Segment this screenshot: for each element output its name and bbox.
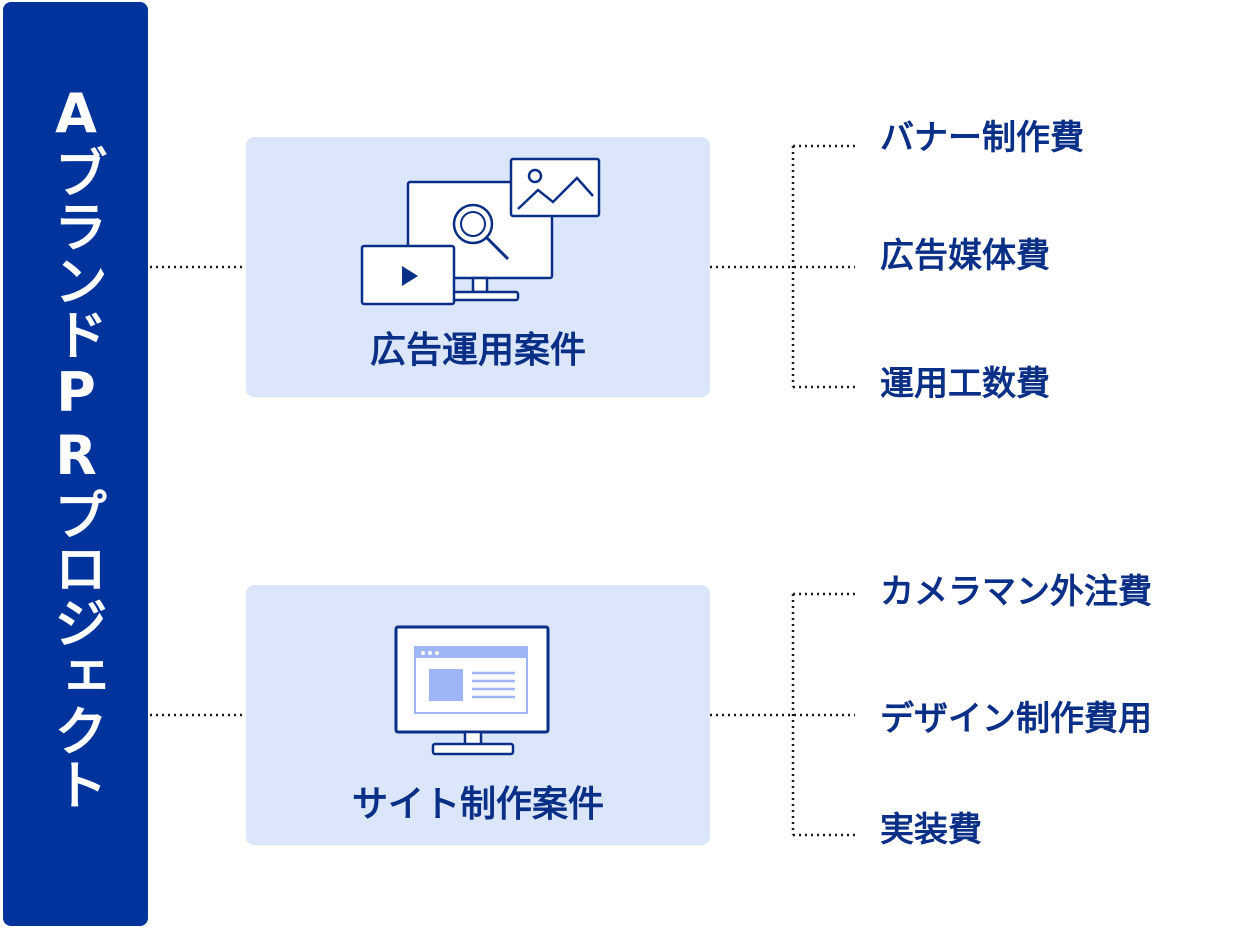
cost-item-operation-labor: 運用工数費 [880, 364, 1050, 404]
category-label: サイト制作案件 [351, 784, 604, 825]
cost-item-cameraman-outsourcing: カメラマン外注費 [880, 572, 1152, 612]
root-label: AブランドPRプロジェクト [44, 82, 108, 811]
cost-item-implementation: 実装費 [880, 810, 982, 850]
root-node: AブランドPRプロジェクト [3, 2, 148, 926]
cost-item-banner-production: バナー制作費 [880, 118, 1084, 158]
website-monitor-icon [394, 625, 550, 756]
cost-item-ad-media: 広告媒体費 [880, 236, 1050, 276]
cost-item-design-production: デザイン制作費用 [880, 699, 1152, 739]
monitor-search-icon [360, 157, 601, 306]
category-label: 広告運用案件 [369, 330, 586, 371]
